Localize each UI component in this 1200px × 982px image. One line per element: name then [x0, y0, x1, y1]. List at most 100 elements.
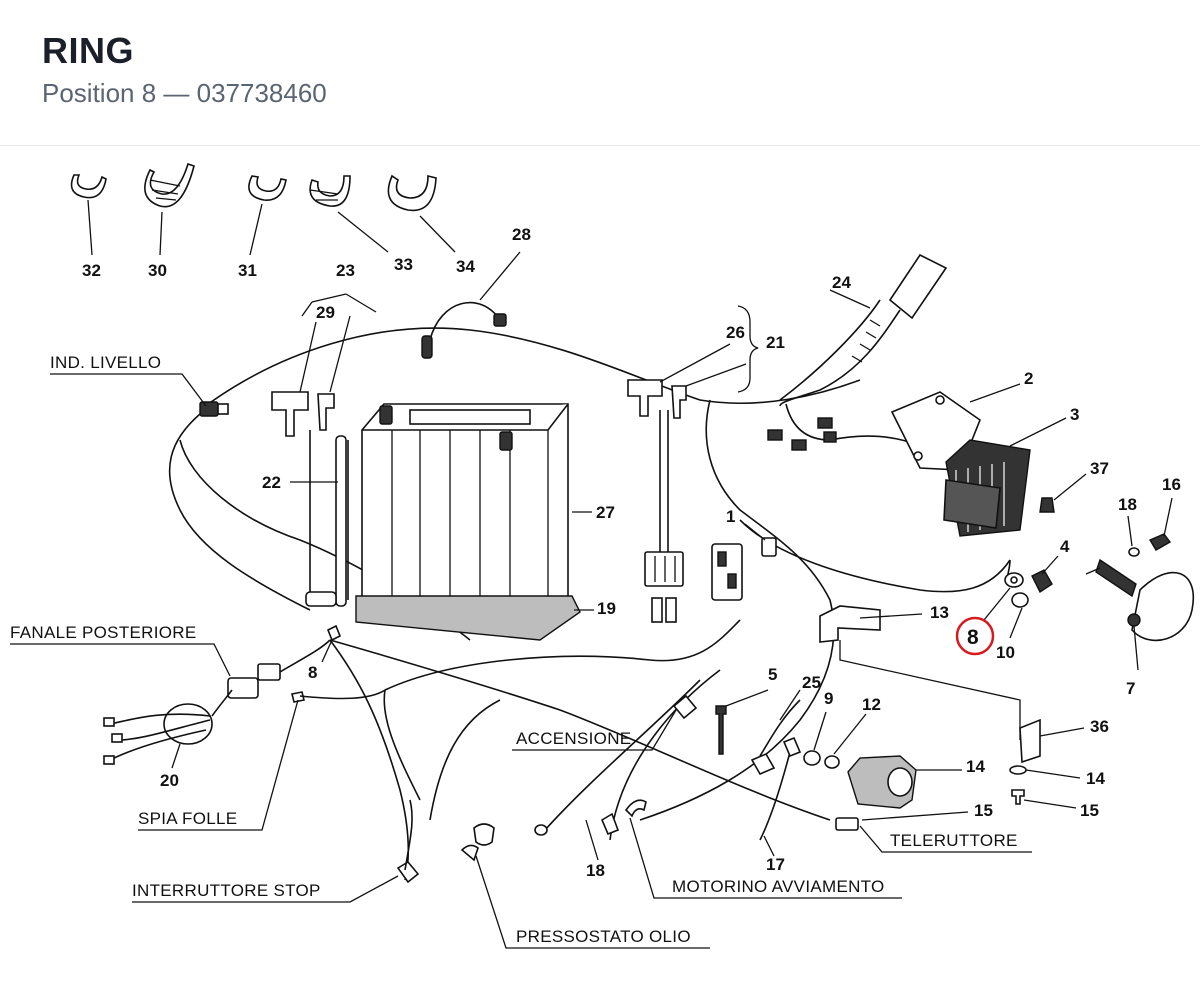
battery-pad-20[interactable]	[355, 595, 581, 641]
fuse-1[interactable]	[744, 523, 777, 557]
ref-28: 27	[596, 503, 615, 522]
level-sensor-connector[interactable]	[199, 401, 229, 417]
page-subtitle: Position 8 — 037738460	[42, 78, 327, 108]
ref-10: 12	[862, 695, 881, 714]
ref-1: 1	[726, 507, 735, 526]
clip-9a[interactable]	[321, 624, 342, 663]
label-accensione: ACCENSIONE	[512, 709, 677, 751]
ref-8: 8	[967, 626, 979, 649]
svg-text:MOTORINO AVVIAMENTO: MOTORINO AVVIAMENTO	[672, 877, 885, 896]
washer-19[interactable]	[1127, 515, 1140, 557]
connector-block-b[interactable]	[711, 543, 743, 601]
ref-31: 30	[148, 261, 167, 280]
ref-33: 32	[82, 261, 101, 280]
clip-35[interactable]	[387, 174, 456, 253]
screw-13[interactable]	[1011, 789, 1077, 809]
ref-3: 3	[1070, 405, 1079, 424]
label-interruttore-stop: INTERRUTTORE STOP	[132, 875, 399, 903]
clip-33[interactable]	[70, 174, 107, 256]
nut-7[interactable]	[1009, 592, 1029, 639]
label-spia-folle: SPIA FOLLE	[138, 699, 299, 831]
ref-14: 14	[966, 757, 985, 776]
terminal-accensione[interactable]	[672, 694, 698, 720]
ref-9b: 9	[824, 689, 833, 708]
ref-27: 26	[726, 323, 745, 342]
bolt-5[interactable]	[715, 689, 769, 755]
label-motorino-avviamento: MOTORINO AVVIAMENTO	[629, 817, 902, 899]
ref-20: 19	[597, 599, 616, 618]
ref-15: 15	[974, 801, 993, 820]
ring-terminal-8[interactable]	[983, 559, 1024, 621]
ref-21: 20	[160, 771, 179, 790]
bracket-36[interactable]	[1019, 718, 1085, 764]
label-teleruttore: TELERUTTORE	[835, 817, 1032, 853]
terminal-motorino[interactable]	[624, 799, 647, 818]
screw-17[interactable]	[1148, 497, 1173, 551]
ref-7: 10	[996, 643, 1015, 662]
plug-cap-27[interactable]	[627, 379, 687, 419]
ref-35: 34	[456, 257, 475, 276]
screw-37[interactable]	[1039, 473, 1087, 513]
ref-17: 16	[1162, 475, 1181, 494]
svg-text:TELERUTTORE: TELERUTTORE	[890, 831, 1018, 850]
plug-cap-30[interactable]	[271, 391, 335, 437]
ref-19: 18	[1118, 495, 1137, 514]
stop-switch[interactable]	[396, 799, 420, 884]
ref-2: 2	[1024, 369, 1033, 388]
ref-24: 23	[336, 261, 355, 280]
relay-14[interactable]	[847, 755, 962, 809]
ref-12: 14	[1086, 769, 1105, 788]
loom-21[interactable]	[103, 689, 233, 769]
ref-5: 5	[768, 665, 777, 684]
highlight-ref-8[interactable]: 8	[955, 616, 995, 656]
ref-6: 7	[1126, 679, 1135, 698]
svg-text:IND. LIVELLO: IND. LIVELLO	[50, 353, 161, 372]
label-fanale-posteriore: FANALE POSTERIORE	[10, 623, 231, 677]
label-ind-livello: IND. LIVELLO	[50, 353, 207, 407]
washer-10[interactable]	[824, 713, 867, 769]
ref-9a: 8	[308, 663, 317, 682]
ref-37: 37	[1090, 459, 1109, 478]
harness-25[interactable]	[779, 253, 948, 407]
regulator-3[interactable]	[943, 439, 1031, 537]
svg-text:FANALE POSTERIORE: FANALE POSTERIORE	[10, 623, 196, 642]
wiring-diagram: 32 30 31 33 34 28	[10, 162, 1195, 949]
ref-22: 21	[766, 333, 785, 352]
page-header: RING Position 8 — 037738460	[0, 0, 1200, 146]
svg-text:ACCENSIONE: ACCENSIONE	[516, 729, 631, 748]
clip-34[interactable]	[309, 175, 389, 253]
tube-23[interactable]	[305, 435, 347, 607]
ref-16: 17	[766, 855, 785, 874]
battery-28[interactable]	[361, 403, 569, 617]
bracket-11[interactable]	[819, 605, 1021, 740]
ref-18: 18	[586, 861, 605, 880]
clip-31[interactable]	[144, 162, 195, 256]
ref-36: 36	[1090, 717, 1109, 736]
page-title: RING	[42, 30, 134, 71]
rear-light-connector[interactable]	[227, 639, 331, 699]
connector-26[interactable]	[750, 689, 801, 776]
washer-12[interactable]	[1009, 765, 1081, 779]
connector-block-a[interactable]	[644, 551, 684, 623]
clip-32[interactable]	[248, 175, 287, 256]
svg-text:PRESSOSTATO OLIO: PRESSOSTATO OLIO	[516, 927, 691, 946]
ht-lead-29[interactable]	[421, 251, 521, 359]
spade-connectors[interactable]	[767, 417, 837, 451]
ref-11: 13	[930, 603, 949, 622]
svg-text:INTERRUTTORE STOP: INTERRUTTORE STOP	[132, 881, 321, 900]
horn-6[interactable]	[1085, 558, 1195, 671]
oil-pressure-switch[interactable]	[460, 823, 495, 862]
cable-16[interactable]	[759, 736, 802, 841]
ref-23: 22	[262, 473, 281, 492]
ref-4: 4	[1060, 537, 1070, 556]
cable-18[interactable]	[534, 812, 620, 861]
ref-32: 31	[238, 261, 257, 280]
ref-29: 28	[512, 225, 531, 244]
ref-13: 15	[1080, 801, 1099, 820]
ref-34: 33	[394, 255, 413, 274]
spia-folle-lead[interactable]	[291, 689, 386, 703]
ref-25: 24	[832, 273, 851, 292]
screw-4[interactable]	[1031, 555, 1059, 594]
nut-9b[interactable]	[803, 711, 827, 766]
svg-text:SPIA FOLLE: SPIA FOLLE	[138, 809, 237, 828]
